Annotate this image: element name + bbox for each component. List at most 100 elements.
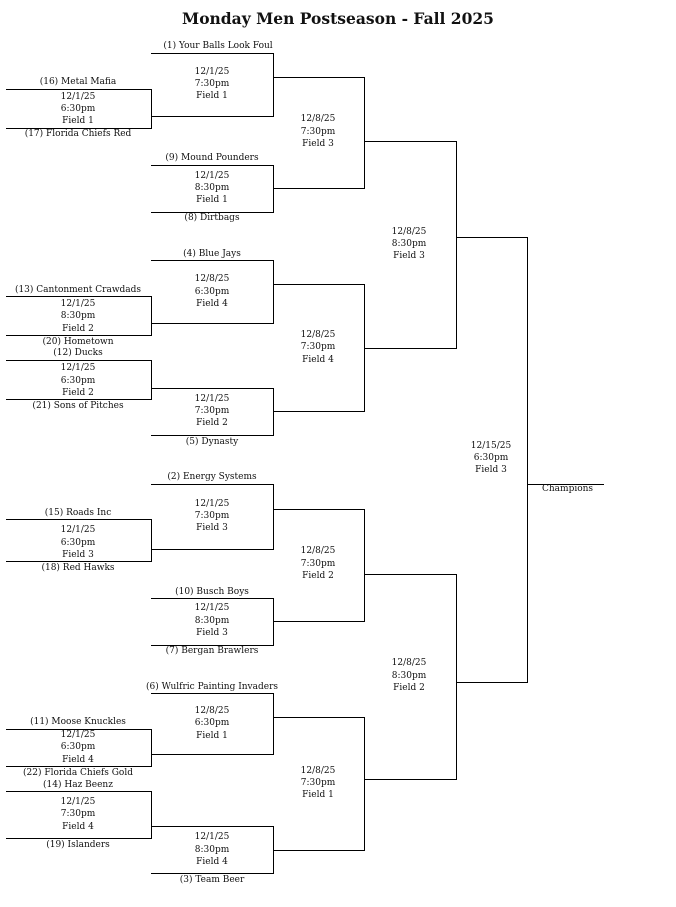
game-field: Field 2 bbox=[302, 571, 334, 581]
game-field: Field 1 bbox=[196, 91, 228, 101]
game-date: 12/1/25 bbox=[194, 67, 230, 77]
team-label: (1) Your Balls Look Foul bbox=[163, 41, 273, 51]
game-time: 7:30pm bbox=[300, 342, 336, 352]
game-field: Field 1 bbox=[196, 195, 228, 205]
game-time: 7:30pm bbox=[60, 809, 96, 819]
team-label: (4) Blue Jays bbox=[183, 249, 241, 259]
team-label: (3) Team Beer bbox=[179, 875, 245, 885]
r1-game3-bracket bbox=[151, 260, 274, 324]
team-label: (21) Sons of Pitches bbox=[32, 401, 124, 411]
game-time: 6:30pm bbox=[60, 376, 96, 386]
team-label: (20) Hometown bbox=[42, 337, 114, 347]
game-time: 8:30pm bbox=[194, 183, 230, 193]
game-field: Field 3 bbox=[393, 251, 425, 261]
playin-12-21-bracket bbox=[6, 360, 152, 400]
qf1-bracket bbox=[273, 77, 365, 189]
game-time: 6:30pm bbox=[473, 453, 509, 463]
playin-14-19-bracket bbox=[6, 791, 152, 839]
game-time: 6:30pm bbox=[194, 287, 230, 297]
team-label: (11) Moose Knuckles bbox=[30, 717, 126, 727]
game-field: Field 3 bbox=[302, 139, 334, 149]
game-field: Field 4 bbox=[196, 857, 228, 867]
team-label: (15) Roads Inc bbox=[44, 508, 112, 518]
game-field: Field 4 bbox=[302, 355, 334, 365]
game-field: Field 2 bbox=[196, 418, 228, 428]
team-label: (10) Busch Boys bbox=[175, 587, 249, 597]
team-label: (2) Energy Systems bbox=[167, 472, 257, 482]
game-field: Field 4 bbox=[62, 822, 94, 832]
game-time: 6:30pm bbox=[60, 104, 96, 114]
team-label: (16) Metal Mafia bbox=[39, 77, 117, 87]
game-field: Field 2 bbox=[62, 388, 94, 398]
team-label: (9) Mound Pounders bbox=[165, 153, 259, 163]
game-date: 12/8/25 bbox=[300, 330, 336, 340]
game-date: 12/1/25 bbox=[194, 499, 230, 509]
playin-16-17-bracket bbox=[6, 89, 152, 129]
playin-15-18-bracket bbox=[6, 519, 152, 562]
qf3-bracket bbox=[273, 509, 365, 622]
r1-game7-bracket bbox=[151, 693, 274, 755]
game-field: Field 2 bbox=[393, 683, 425, 693]
team-label: (18) Red Hawks bbox=[41, 563, 115, 573]
game-date: 12/8/25 bbox=[300, 766, 336, 776]
final-bracket bbox=[456, 237, 528, 683]
game-field: Field 3 bbox=[196, 523, 228, 533]
game-field: Field 2 bbox=[62, 324, 94, 334]
game-date: 12/1/25 bbox=[194, 171, 230, 181]
champions-label: Champions bbox=[542, 484, 594, 494]
page-title: Monday Men Postseason - Fall 2025 bbox=[182, 9, 494, 28]
game-time: 7:30pm bbox=[194, 79, 230, 89]
team-label: (14) Haz Beenz bbox=[43, 780, 113, 790]
game-field: Field 3 bbox=[475, 465, 507, 475]
team-label: (8) Dirtbags bbox=[184, 213, 240, 223]
game-time: 8:30pm bbox=[194, 616, 230, 626]
game-field: Field 4 bbox=[196, 299, 228, 309]
game-time: 7:30pm bbox=[300, 559, 336, 569]
game-time: 7:30pm bbox=[300, 127, 336, 137]
team-label: (13) Cantonment Crawdads bbox=[14, 285, 142, 295]
game-date: 12/1/25 bbox=[60, 797, 96, 807]
game-date: 12/1/25 bbox=[194, 832, 230, 842]
game-date: 12/1/25 bbox=[194, 603, 230, 613]
r1-game1-bracket bbox=[151, 53, 274, 117]
team-label: (7) Bergan Brawlers bbox=[165, 646, 259, 656]
team-label: (19) Islanders bbox=[46, 840, 110, 850]
game-date: 12/8/25 bbox=[194, 274, 230, 284]
game-date: 12/1/25 bbox=[60, 92, 96, 102]
game-field: Field 1 bbox=[62, 116, 94, 126]
game-field: Field 4 bbox=[62, 755, 94, 765]
sf2-bracket bbox=[364, 574, 457, 780]
game-date: 12/8/25 bbox=[194, 706, 230, 716]
game-date: 12/1/25 bbox=[194, 394, 230, 404]
game-time: 8:30pm bbox=[194, 845, 230, 855]
game-time: 8:30pm bbox=[391, 239, 427, 249]
playin-11-22-bracket bbox=[6, 729, 152, 767]
game-time: 7:30pm bbox=[194, 406, 230, 416]
sf1-bracket bbox=[364, 141, 457, 349]
game-field: Field 1 bbox=[302, 790, 334, 800]
team-label: (17) Florida Chiefs Red bbox=[24, 129, 132, 139]
team-label: (22) Florida Chiefs Gold bbox=[23, 768, 133, 778]
game-date: 12/1/25 bbox=[60, 525, 96, 535]
team-label: (12) Ducks bbox=[53, 348, 103, 358]
game-field: Field 3 bbox=[196, 628, 228, 638]
qf4-bracket bbox=[273, 717, 365, 851]
team-label: (6) Wulfric Painting Invaders bbox=[146, 682, 278, 692]
game-date: 12/1/25 bbox=[60, 299, 96, 309]
game-date: 12/8/25 bbox=[300, 546, 336, 556]
game-time: 8:30pm bbox=[391, 671, 427, 681]
team-label: (5) Dynasty bbox=[185, 437, 239, 447]
game-date: 12/8/25 bbox=[391, 227, 427, 237]
game-time: 8:30pm bbox=[60, 311, 96, 321]
game-date: 12/8/25 bbox=[300, 114, 336, 124]
game-date: 12/15/25 bbox=[470, 441, 512, 451]
game-date: 12/1/25 bbox=[60, 730, 96, 740]
game-time: 6:30pm bbox=[60, 742, 96, 752]
game-field: Field 3 bbox=[62, 550, 94, 560]
game-field: Field 1 bbox=[196, 731, 228, 741]
playin-13-20-bracket bbox=[6, 296, 152, 336]
game-time: 7:30pm bbox=[300, 778, 336, 788]
r1-game5-bracket bbox=[151, 484, 274, 550]
game-date: 12/8/25 bbox=[391, 658, 427, 668]
